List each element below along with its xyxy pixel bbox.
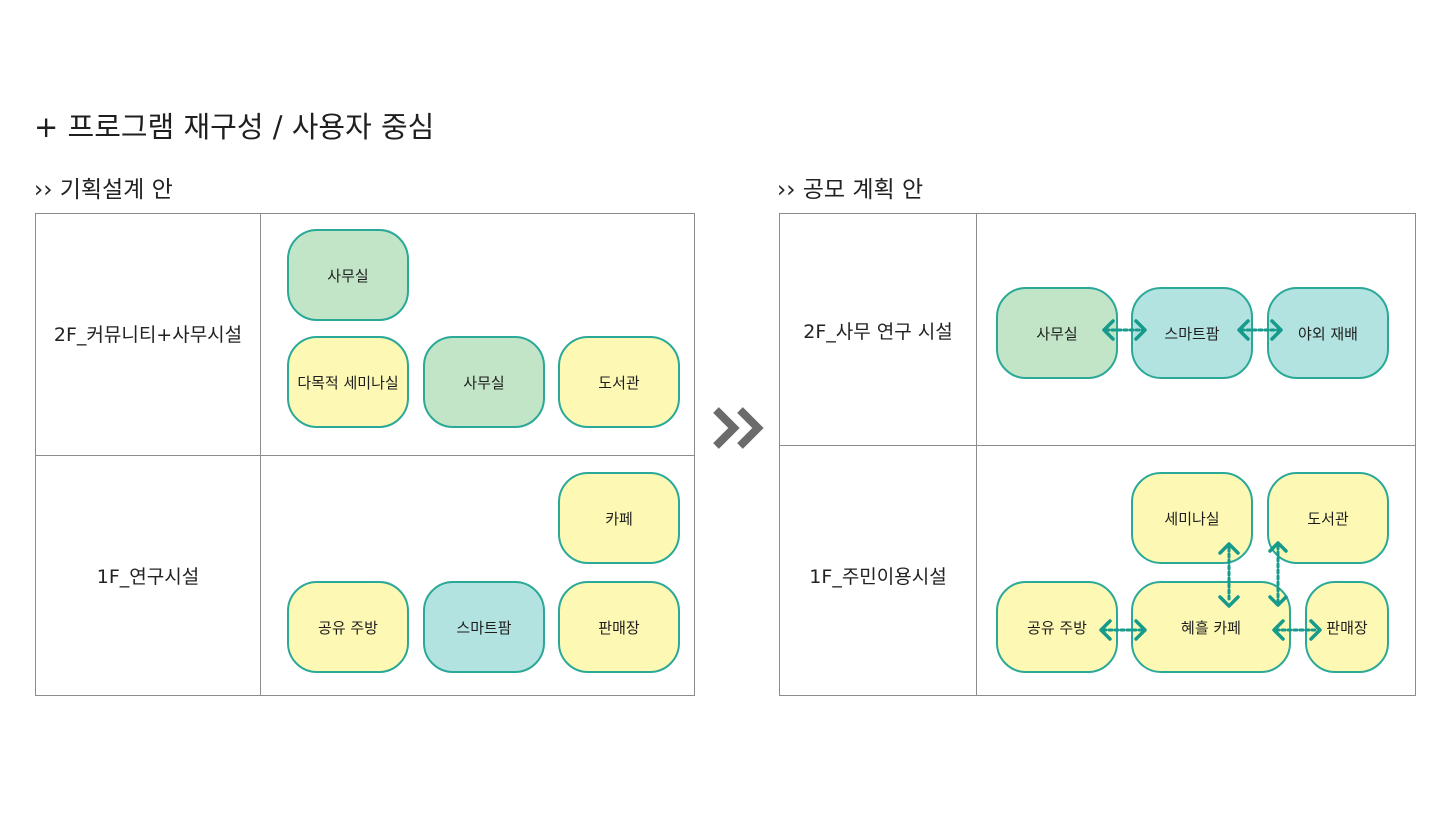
right-kitchen-box: 공유 주방 [996,581,1118,673]
right-library-box: 도서관 [1267,472,1389,564]
left-row-label-2f: 2F_커뮤니티+사무시설 [53,324,243,346]
right-cafe-box: 혜흘 카페 [1131,581,1291,673]
left-shop-box: 판매장 [558,581,680,673]
left-heading: ›› 기획설계 안 [34,177,173,203]
left-library-box: 도서관 [558,336,680,428]
left-cafe-box: 카페 [558,472,680,564]
right-smartfarm-box: 스마트팜 [1131,287,1253,379]
double-chevron-right-icon [713,407,764,449]
left-smartfarm-box: 스마트팜 [423,581,545,673]
right-outdoor-box: 야외 재배 [1267,287,1389,379]
right-table [779,213,1416,696]
page-title: + 프로그램 재구성 / 사용자 중심 [34,110,435,144]
left-office-mid-box: 사무실 [423,336,545,428]
right-office-box: 사무실 [996,287,1118,379]
left-kitchen-box: 공유 주방 [287,581,409,673]
right-row-label-1f: 1F_주민이용시설 [809,566,947,588]
left-table [35,213,695,696]
left-row-label-1f: 1F_연구시설 [96,566,200,588]
right-heading: ›› 공모 계획 안 [777,177,924,203]
right-shop-box: 판매장 [1305,581,1389,673]
right-seminar-box: 세미나실 [1131,472,1253,564]
right-row-label-2f: 2F_사무 연구 시설 [803,321,953,343]
left-office-top-box: 사무실 [287,229,409,321]
left-seminar-box: 다목적 세미나실 [287,336,409,428]
